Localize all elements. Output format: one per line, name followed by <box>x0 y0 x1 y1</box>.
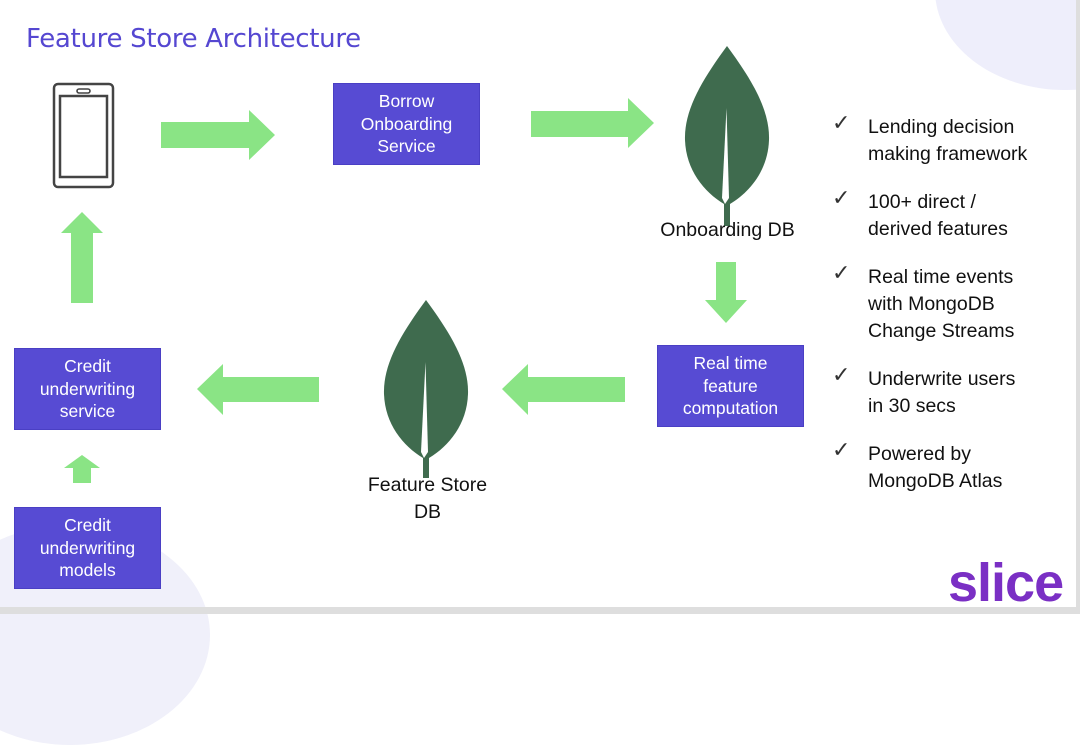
borrow-onboarding-service-node: Borrow Onboarding Service <box>333 83 480 165</box>
checkmark-icon: ✓ <box>832 186 851 211</box>
highlight-item: ✓ Real time events with MongoDB Change S… <box>832 261 1072 345</box>
realtime-feature-computation-label: Real time feature computation <box>682 353 779 419</box>
checkmark-icon: ✓ <box>832 438 851 463</box>
mongodb-leaf-icon-onboarding-db <box>684 46 770 226</box>
credit-underwriting-models-label: Credit underwriting models <box>39 515 136 581</box>
credit-underwriting-service-label: Credit underwriting service <box>39 356 136 422</box>
feature-store-db-label: Feature Store DB <box>367 474 488 523</box>
arrow-phone-to-onboarding-service <box>161 110 275 160</box>
arrow-realtime-computation-to-feature-store-db <box>502 364 625 415</box>
highlight-text: 100+ direct / derived features <box>868 191 1008 240</box>
arrow-onboarding-service-to-onboarding-db <box>531 98 654 148</box>
slice-logo: slice <box>948 553 1064 613</box>
highlight-text: Lending decision making framework <box>868 116 1028 165</box>
onboarding-db-label: Onboarding DB <box>660 219 795 241</box>
arrow-onboarding-db-to-realtime-computation <box>705 262 747 323</box>
highlight-text: Powered by MongoDB Atlas <box>868 443 1003 492</box>
arrow-feature-store-db-to-underwriting-service <box>197 364 319 415</box>
realtime-feature-computation-node: Real time feature computation <box>657 345 804 427</box>
credit-underwriting-service-node: Credit underwriting service <box>14 348 161 430</box>
slide-frame-right-edge <box>1076 0 1080 614</box>
borrow-onboarding-service-label: Borrow Onboarding Service <box>360 91 453 157</box>
credit-underwriting-models-node: Credit underwriting models <box>14 507 161 589</box>
smartphone-icon <box>52 82 115 189</box>
highlight-item: ✓ Powered by MongoDB Atlas <box>832 438 1072 495</box>
slide-frame-bottom-edge <box>0 607 1080 614</box>
checkmark-icon: ✓ <box>832 363 851 388</box>
highlight-text: Underwrite users in 30 secs <box>868 368 1016 417</box>
architecture-diagram <box>52 46 770 483</box>
highlight-item: ✓ Underwrite users in 30 secs <box>832 363 1072 420</box>
slide-title: Feature Store Architecture <box>26 24 361 54</box>
highlights-list: ✓ Lending decision making framework ✓ 10… <box>832 111 1072 516</box>
arrow-models-to-underwriting-service <box>64 455 100 483</box>
arrow-underwriting-service-to-phone <box>61 212 103 303</box>
highlight-item: ✓ 100+ direct / derived features <box>832 186 1072 243</box>
checkmark-icon: ✓ <box>832 261 851 286</box>
mongodb-leaf-icon-feature-store-db <box>383 300 469 478</box>
highlight-item: ✓ Lending decision making framework <box>832 111 1072 168</box>
checkmark-icon: ✓ <box>832 111 851 136</box>
highlight-text: Real time events with MongoDB Change Str… <box>868 266 1015 342</box>
